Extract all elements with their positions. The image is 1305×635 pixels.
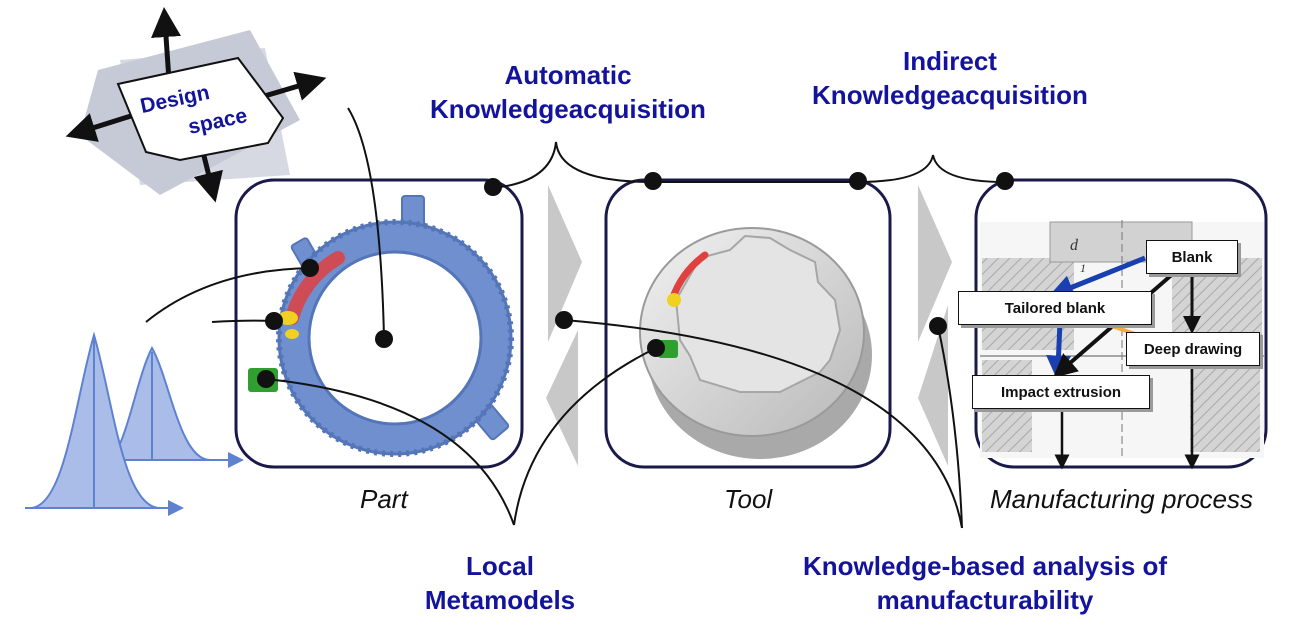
connector-lines <box>145 107 963 529</box>
connector-dots <box>257 172 1014 388</box>
automatic-line2: Knowledgeacquisition <box>430 94 706 124</box>
kba-line2: manufacturability <box>876 585 1094 615</box>
local-metamodels-label: Local Metamodels <box>400 549 600 617</box>
part-caption: Part <box>360 484 408 514</box>
distribution-icon <box>25 331 244 516</box>
indirect-brace <box>857 154 1006 183</box>
chevron-1 <box>546 185 582 466</box>
local-line2: Metamodels <box>424 585 576 615</box>
kba-line1: Knowledge-based analysis of <box>802 551 1168 581</box>
tool-image <box>639 227 872 459</box>
blank-box: Blank <box>1146 240 1238 274</box>
design-space-icon <box>65 7 327 203</box>
chevron-2 <box>918 185 952 466</box>
indirect-knowledge-label: Indirect Knowledgeacquisition <box>790 44 1110 112</box>
part-ring-image <box>248 195 514 457</box>
svg-text:d: d <box>1070 237 1079 254</box>
automatic-knowledge-label: Automatic Knowledgeacquisition <box>408 58 728 126</box>
kba-label: Knowledge-based analysis of manufacturab… <box>770 549 1200 617</box>
indirect-line2: Knowledgeacquisition <box>812 80 1088 110</box>
indirect-line1: Indirect <box>903 46 997 76</box>
design-space-line2: space <box>186 104 250 139</box>
design-space-label: Design space <box>118 70 278 160</box>
tailored-blank-box: Tailored blank <box>958 291 1152 325</box>
deep-drawing-box: Deep drawing <box>1126 332 1260 366</box>
process-caption: Manufacturing process <box>990 484 1254 514</box>
local-line1: Local <box>466 551 534 581</box>
automatic-brace <box>492 141 654 189</box>
svg-text:1: 1 <box>1080 261 1086 275</box>
tool-caption: Tool <box>724 484 773 514</box>
automatic-line1: Automatic <box>504 60 632 90</box>
impact-extrusion-box: Impact extrusion <box>972 375 1150 409</box>
